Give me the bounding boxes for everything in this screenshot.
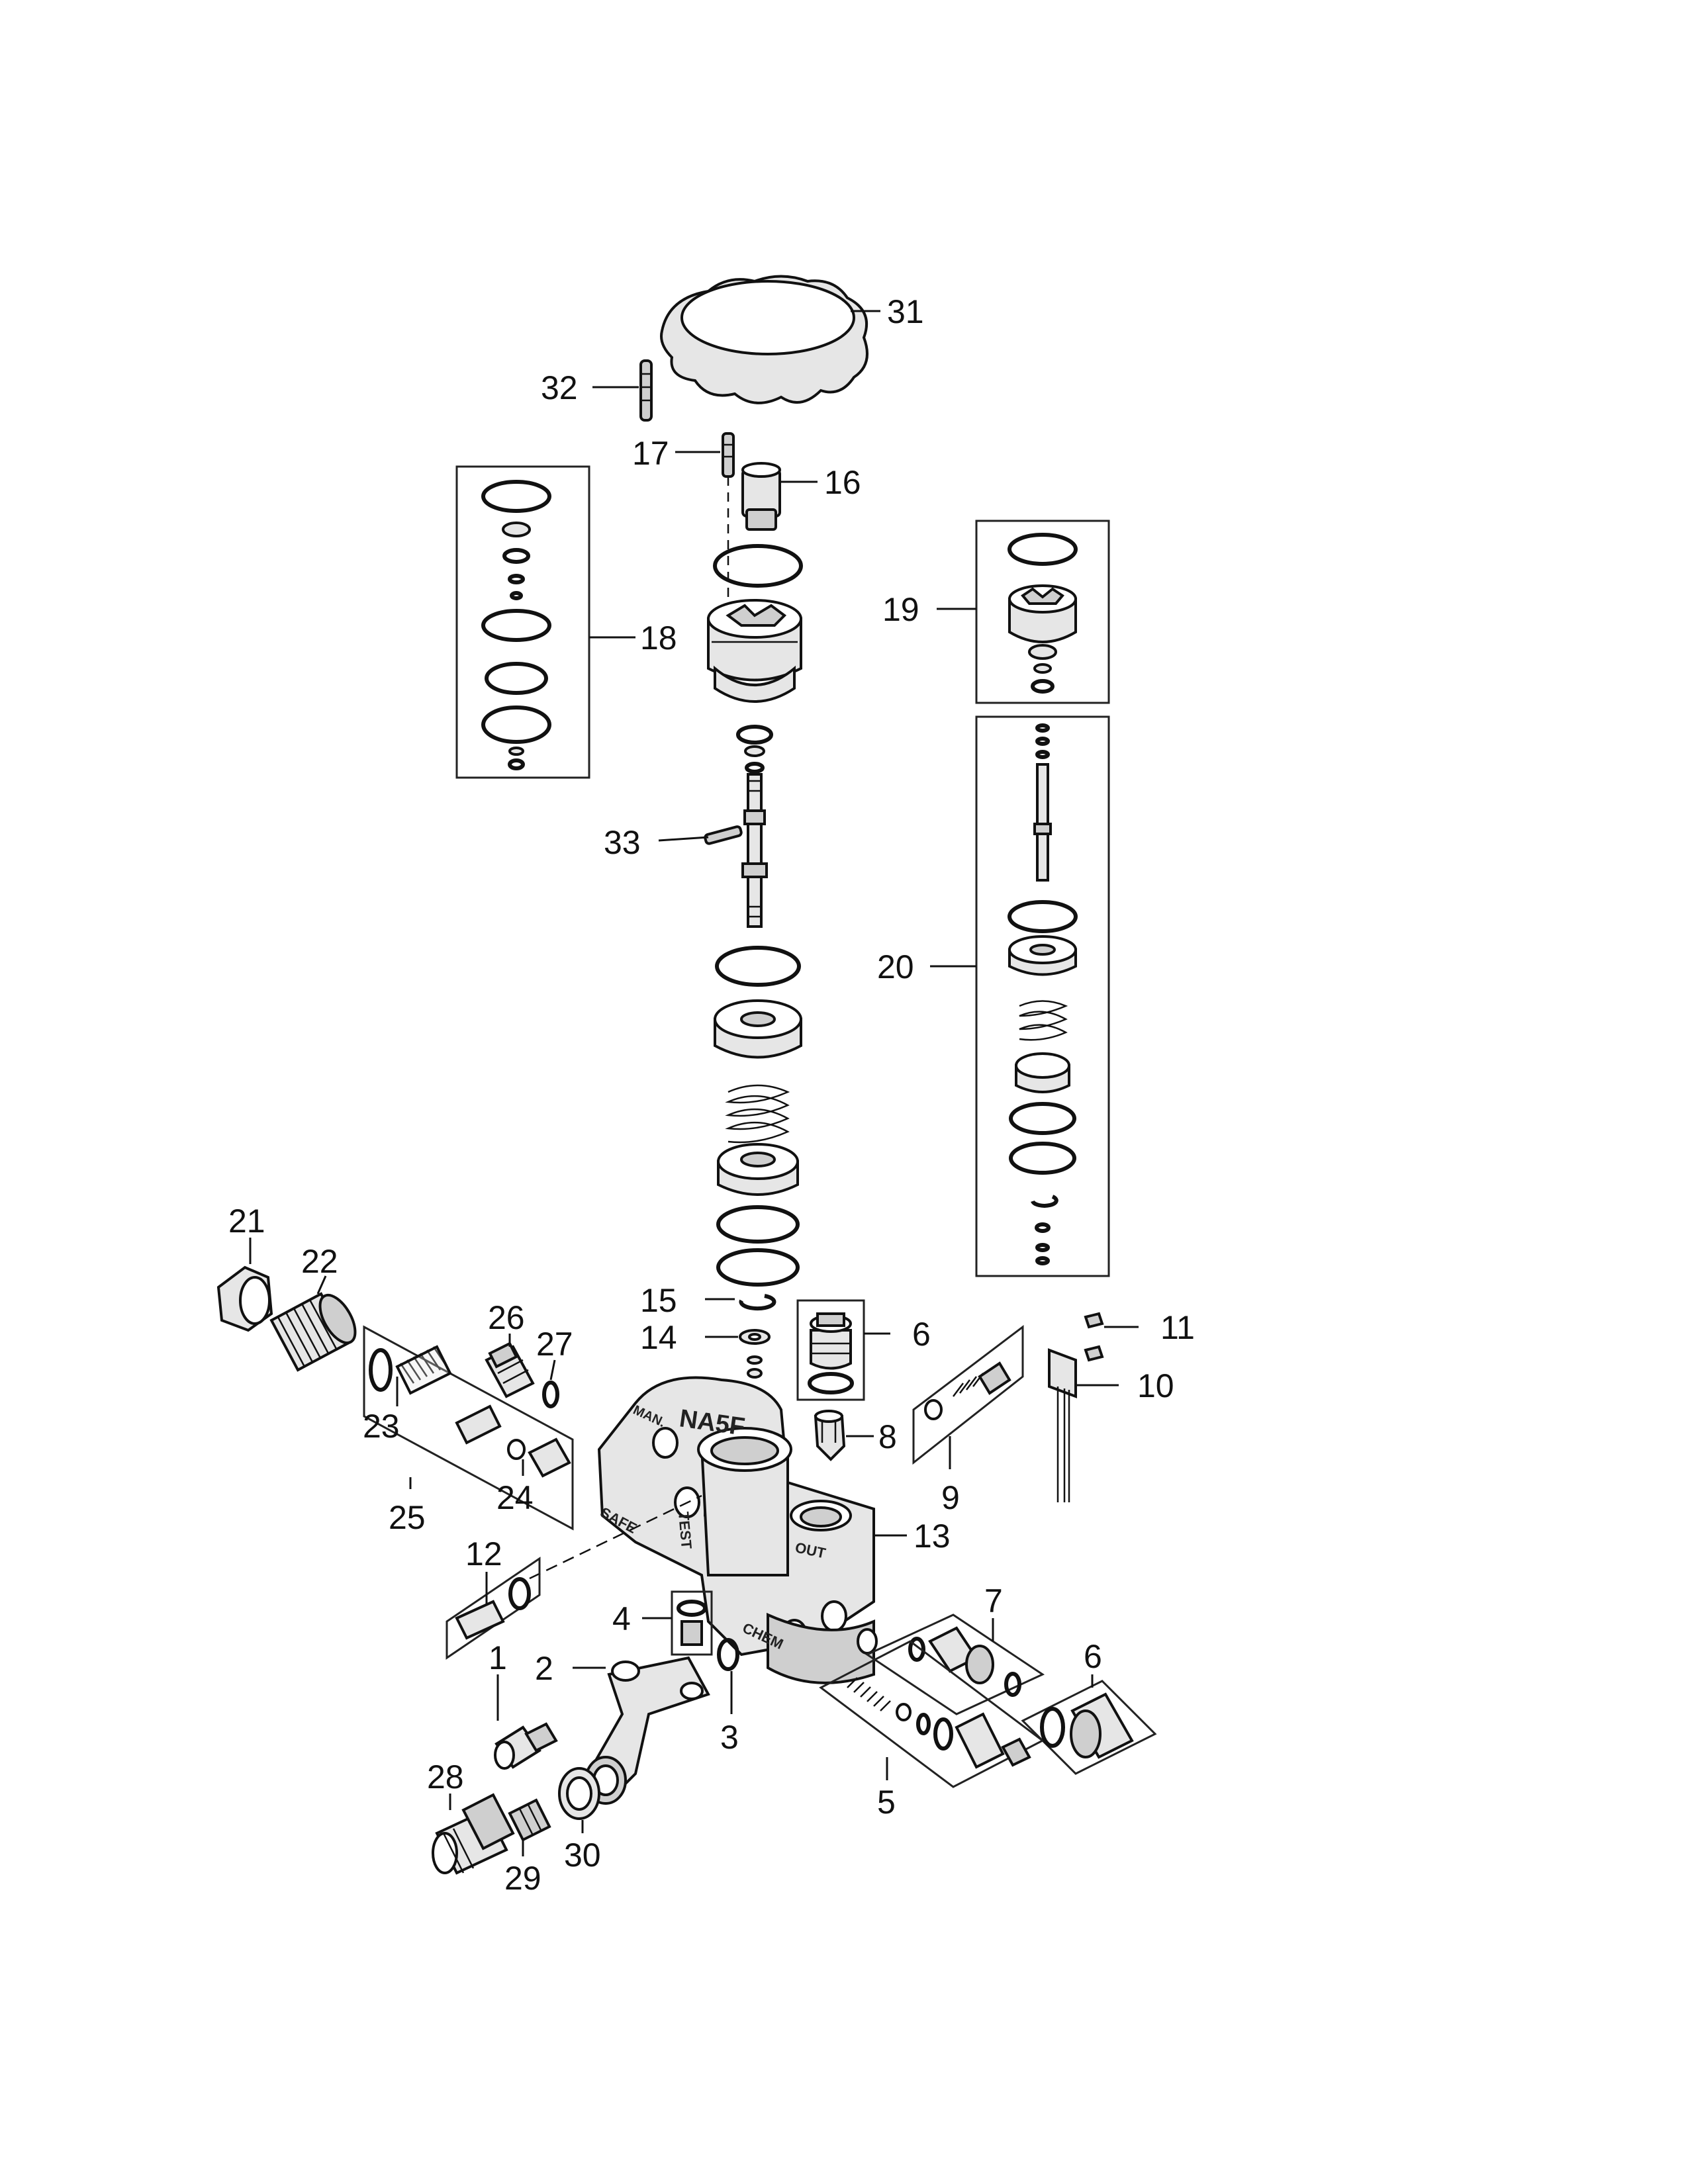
part-6-plug-kit-top [796,1299,865,1401]
callout-10: 10 [1137,1367,1174,1404]
o-ring [745,762,765,774]
o-ring [715,946,801,987]
callout-6-top: 6 [912,1316,931,1353]
o-ring [736,725,773,745]
part-27-o-ring [542,1381,559,1408]
callout-27: 27 [536,1326,573,1363]
part-22-hose-fitting [269,1292,357,1372]
part-15-snap-ring [739,1294,776,1311]
callout-33: 33 [604,824,641,861]
part-32-pin [639,359,653,422]
callout-3: 3 [720,1719,739,1756]
valve-cap [707,599,802,703]
part-29-filter [508,1798,551,1842]
o-ring [716,1205,800,1244]
callout-9: 9 [941,1479,960,1516]
callout-25: 25 [389,1499,426,1536]
callout-5: 5 [877,1784,896,1821]
part-26-fitting [485,1342,535,1398]
callout-2: 2 [535,1650,553,1687]
small-seal [747,1355,763,1365]
callout-1: 1 [489,1639,507,1676]
callout-30: 30 [564,1837,601,1874]
part-4-strainer-kit [671,1590,713,1656]
part-25-unloader-kit [363,1325,574,1531]
callout-7: 7 [984,1582,1003,1619]
callout-15: 15 [640,1282,677,1319]
callout-21: 21 [228,1203,265,1240]
o-ring [713,544,803,588]
part-21-hex-nut [216,1265,273,1332]
small-seal [747,1368,763,1379]
body-mark-test: TEST [675,1511,695,1550]
part-20-valve-kit [975,715,1110,1277]
part-28-nipple-fitting [432,1793,515,1875]
callout-23: 23 [363,1408,400,1445]
callout-13: 13 [914,1518,951,1555]
o-ring [716,1248,800,1287]
callout-11: 11 [1160,1309,1195,1346]
callout-6-bottom: 6 [1084,1638,1102,1675]
part-8-check-valve [814,1410,846,1461]
part-33-pin [704,825,743,845]
callout-8: 8 [878,1418,897,1455]
callout-28: 28 [427,1758,464,1796]
part-10-pressure-switch [1048,1348,1077,1502]
part-7-valve-kit [865,1614,1045,1715]
callout-4: 4 [612,1600,631,1637]
part-30-washer [558,1767,600,1820]
part-5-relief-valve-kit [819,1640,1045,1788]
washer [744,745,765,757]
part-2-inlet-manifold [585,1656,710,1805]
callout-29: 29 [504,1860,541,1897]
part-17-set-screw [722,432,735,478]
part-11-screw [1084,1312,1104,1362]
callout-22: 22 [301,1243,338,1280]
callout-20: 20 [877,948,914,985]
callout-17: 17 [632,435,669,472]
part-6-plug-kit-bottom [1021,1680,1157,1775]
part-14-washer [739,1329,771,1345]
callout-19: 19 [882,591,919,628]
valve-stem [741,773,768,928]
part-13-pump-body [597,1376,878,1684]
part-12-plug-kit [445,1557,541,1660]
callout-24: 24 [496,1479,534,1516]
part-1-screw [494,1722,558,1770]
valve-seat [714,999,802,1059]
callout-31: 31 [887,293,924,330]
part-31-adjustment-knob [660,275,868,404]
callout-26: 26 [488,1299,525,1336]
callout-32: 32 [541,369,578,406]
part-19-cap-kit [975,520,1110,704]
callout-12: 12 [465,1535,502,1572]
part-18-seal-kit [455,465,590,779]
callout-18: 18 [640,619,677,657]
part-3-o-ring [717,1638,739,1671]
piston [717,1143,799,1196]
callout-16: 16 [824,464,861,501]
part-9-injector-kit [912,1324,1024,1465]
callout-14: 14 [640,1319,677,1356]
spring [725,1084,790,1144]
part-16-stem-nut [741,462,781,531]
